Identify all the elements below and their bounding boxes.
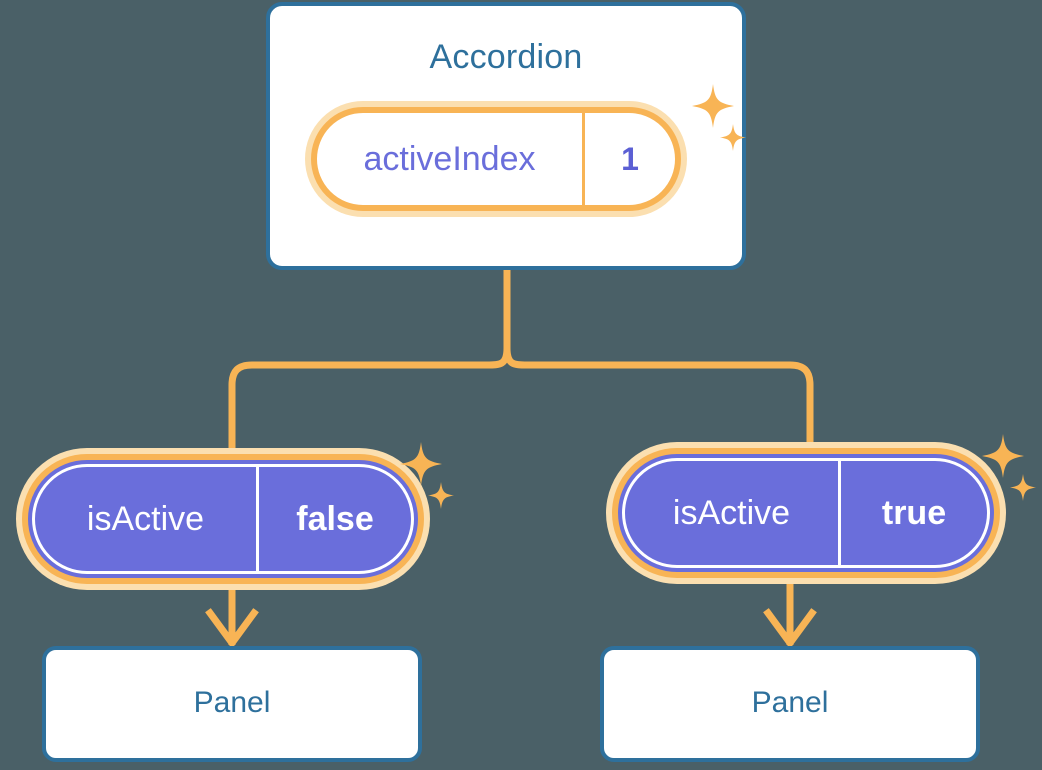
state-pill-inner: isActive false bbox=[32, 464, 414, 574]
state-pill-value: false bbox=[296, 499, 374, 538]
state-pill-body: isActive true bbox=[612, 448, 1000, 578]
state-pill-inner: isActive true bbox=[622, 458, 990, 568]
state-pill-key: activeIndex bbox=[317, 113, 585, 205]
connector-branch-left bbox=[228, 344, 511, 459]
state-pill-active-index[interactable]: activeIndex 1 bbox=[311, 107, 681, 211]
down-arrow-icon bbox=[763, 608, 817, 649]
panel-title: Panel bbox=[751, 686, 829, 719]
state-pill-body: activeIndex 1 bbox=[311, 107, 681, 211]
state-pill-is-active-right[interactable]: isActive true bbox=[612, 448, 1000, 578]
panel-title: Panel bbox=[193, 686, 271, 719]
panel-card-left[interactable]: Panel bbox=[42, 646, 422, 762]
state-pill-value: 1 bbox=[621, 140, 639, 177]
state-pill-key: isActive bbox=[35, 467, 259, 571]
state-pill-body: isActive false bbox=[22, 454, 424, 584]
state-pill-is-active-left[interactable]: isActive false bbox=[22, 454, 424, 584]
connector-branch-right bbox=[503, 344, 814, 454]
down-arrow-icon bbox=[205, 608, 259, 649]
page-title: Accordion bbox=[429, 38, 583, 76]
state-pill-value: true bbox=[881, 493, 947, 532]
state-pill-key: isActive bbox=[625, 461, 841, 565]
panel-card-right[interactable]: Panel bbox=[600, 646, 980, 762]
